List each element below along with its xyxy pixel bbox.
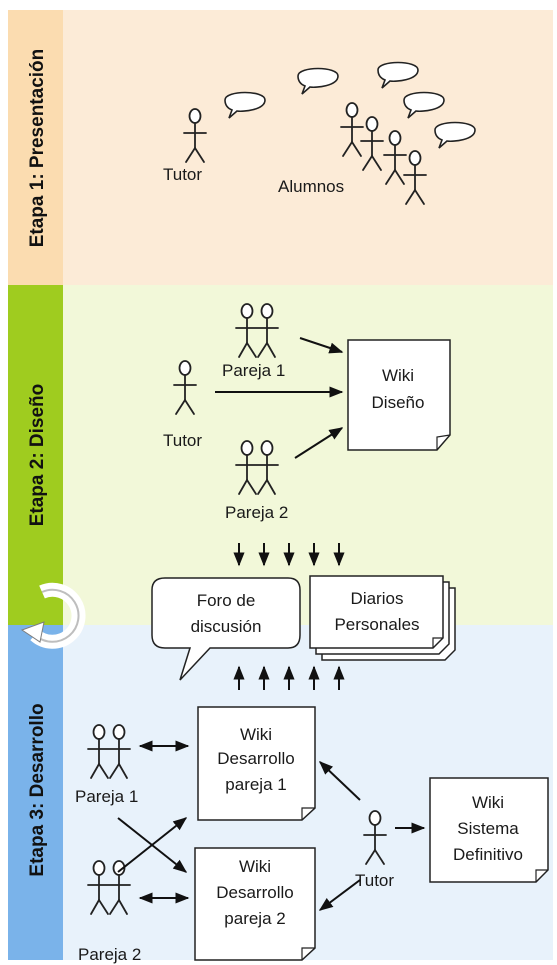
stage2-pair2-label: Pareja 2: [225, 503, 288, 522]
stage2-label: Etapa 2: Diseño: [27, 384, 48, 527]
stage3-bar: [8, 625, 63, 960]
stage3-pair2-label: Pareja 2: [78, 945, 141, 964]
wiki-dev1-line2: Desarrollo: [217, 749, 294, 768]
wiki-dev1-line1: Wiki: [240, 725, 272, 744]
wiki-final-line2: Sistema: [457, 819, 519, 838]
arrow-tutor-to-wiki2: [318, 879, 361, 911]
wiki-dev-pair2-document: [194, 847, 316, 961]
wiki-design-line1: Wiki: [382, 366, 414, 385]
stage3-pair1-label: Pareja 1: [75, 787, 138, 806]
diaries-line1: Diarios: [351, 589, 404, 608]
wiki-design-line2: Diseño: [372, 393, 425, 412]
down-arrows: [233, 543, 345, 567]
forum-line2: discusión: [191, 617, 262, 636]
cycle-icon: [20, 582, 86, 649]
wiki-final-document: [429, 777, 549, 883]
stage1-students-label: Alumnos: [278, 177, 344, 196]
arrow-pair1-to-wiki: [299, 337, 344, 354]
wiki-final-line3: Definitivo: [453, 845, 523, 864]
arrow-tutor-to-wiki1: [318, 761, 361, 801]
stage1-background: [8, 10, 553, 285]
forum-bubble: [151, 577, 301, 681]
stage2-tutor-label: Tutor: [163, 431, 202, 450]
wiki-dev2-line1: Wiki: [239, 857, 271, 876]
wiki-dev1-line3: pareja 1: [225, 775, 286, 794]
forum-line1: Foro de: [197, 591, 256, 610]
wiki-design-document: [347, 339, 451, 451]
stage1-tutor-label: Tutor: [163, 165, 202, 184]
stage2-pair1-label: Pareja 1: [222, 361, 285, 380]
diaries-document-stack: [309, 575, 456, 661]
stage1-bar: [8, 10, 63, 285]
stage2-bar: [8, 285, 63, 625]
arrow-pair2-to-wiki: [294, 427, 344, 459]
stage1-label: Etapa 1: Presentación: [27, 49, 48, 248]
stage2-background: [8, 285, 553, 625]
wiki-dev-pair1-document: [197, 706, 316, 821]
stage3-label: Etapa 3: Desarrollo: [27, 703, 48, 876]
wiki-dev2-line2: Desarrollo: [216, 883, 293, 902]
wiki-final-line1: Wiki: [472, 793, 504, 812]
up-arrows: [233, 665, 345, 690]
diaries-line2: Personales: [334, 615, 419, 634]
arrow-pair2-to-wiki1: [117, 817, 188, 873]
stage3-tutor-label: Tutor: [355, 871, 394, 890]
wiki-dev2-line3: pareja 2: [224, 909, 285, 928]
